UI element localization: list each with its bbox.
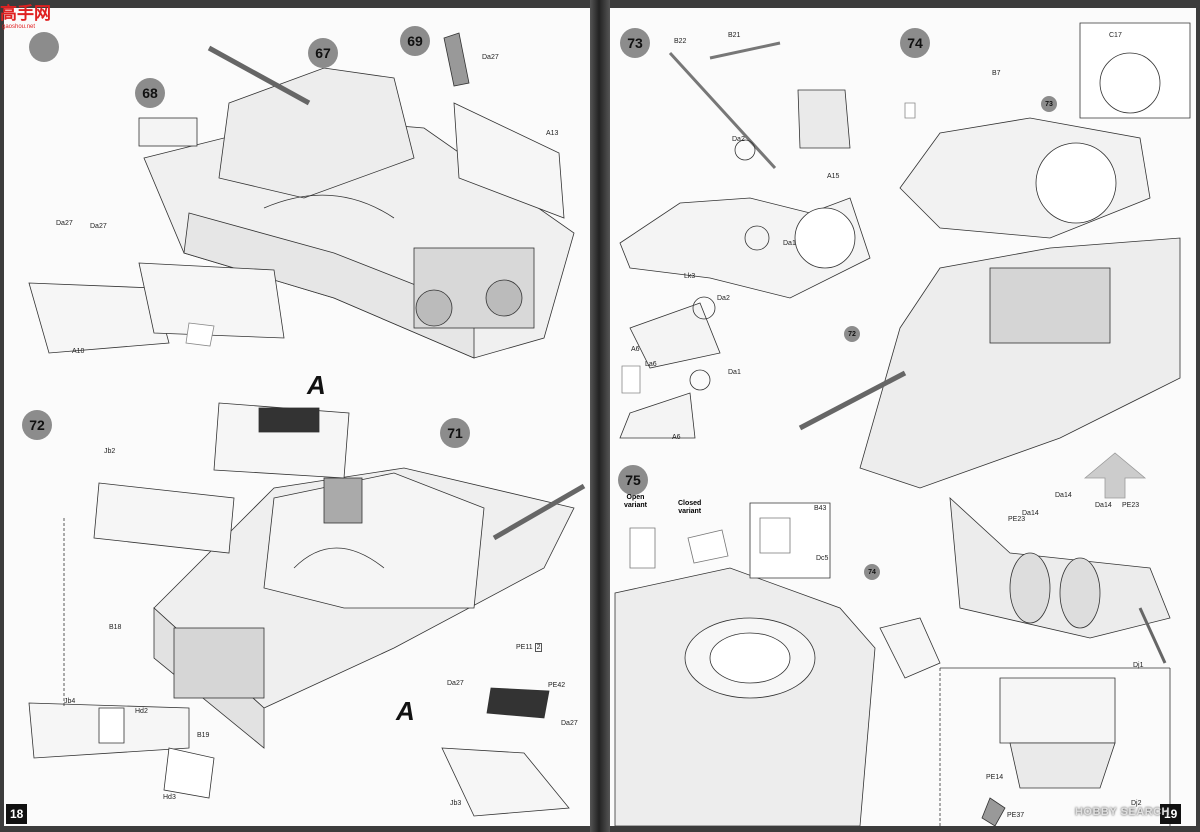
ref-step-72-marker: 72 (844, 326, 860, 342)
part-label: PE23 (1008, 516, 1026, 523)
part-label: C17 (1109, 32, 1122, 39)
part-label: B19 (197, 732, 210, 739)
section-marker-a-top: A (307, 370, 326, 400)
part-label: Dj1 (1133, 662, 1144, 669)
section-marker-a-bottom: A (396, 696, 415, 726)
part-label: Da14 (1095, 502, 1112, 509)
part-label: PE23 (1122, 502, 1140, 509)
part-label: Da1 (728, 369, 741, 376)
part-label: B43 (814, 505, 827, 512)
pe11-count: 2 (534, 643, 543, 652)
part-label: Jb2 (104, 448, 116, 455)
step-67-marker: 67 (308, 38, 338, 68)
step-68-marker: 68 (135, 78, 165, 108)
left-instruction-page: 67 68 69 71 72 A A A13 Da27 Da27 Da27 A1… (4, 8, 590, 826)
part-label: PE11 2 (516, 643, 543, 652)
open-variant-heading: Open variant (624, 494, 647, 510)
part-label: Da14 (1022, 510, 1039, 517)
part-label: Dc5 (816, 555, 829, 562)
part-label: Hd2 (135, 708, 148, 715)
part-label: A6 (631, 346, 640, 353)
part-label: PE14 (986, 774, 1004, 781)
step72-hull-drawing (28, 402, 586, 817)
step-73-marker: 73 (620, 28, 650, 58)
open-variant-line2: variant (624, 502, 647, 509)
part-label: B18 (109, 624, 122, 631)
part-label: La6 (645, 361, 657, 368)
part-label: Jb3 (450, 800, 462, 807)
part-label: Da27 (482, 54, 499, 61)
left-line-art (28, 32, 586, 817)
step-75-marker: 75 (618, 465, 648, 495)
closed-variant-line1: Closed (678, 500, 702, 507)
part-label: B22 (674, 38, 687, 45)
open-variant-line1: Open (626, 494, 645, 501)
step73-turret-roof-drawing (619, 41, 871, 439)
closed-variant-line2: variant (678, 508, 702, 515)
part-label: A15 (827, 173, 840, 180)
part-label: Da2 (717, 295, 730, 302)
right-instruction-page: 73 74 75 72 73 74 B22 B21 Da2 A15 Da1 Lk… (610, 8, 1196, 826)
step-72-marker: 72 (22, 410, 52, 440)
step-67-marker-partial (29, 32, 59, 62)
page-number: 18 (6, 804, 28, 824)
part-label: PE37 (1007, 812, 1025, 819)
hobby-search-watermark: HOBBY SEARCH (1074, 806, 1170, 818)
part-label: Da14 (1055, 492, 1072, 499)
step67-hull-drawing (28, 32, 575, 359)
part-label: A13 (546, 130, 559, 137)
book-spine (590, 0, 610, 832)
ref-step-74-marker: 74 (864, 564, 880, 580)
part-label: B7 (992, 70, 1001, 77)
pe11-label: PE11 (516, 644, 533, 651)
step-74-marker: 74 (900, 28, 930, 58)
closed-variant-heading: Closed variant (678, 500, 701, 516)
watermark-url: gaoshou.net (2, 24, 36, 30)
step74-hull-drawing (798, 22, 1191, 664)
step75-hull-drawing (614, 502, 1171, 826)
part-label: Da27 (56, 220, 73, 227)
part-label: Dj2 (1131, 800, 1142, 807)
part-label: Da1 (783, 240, 796, 247)
part-label: B21 (728, 32, 741, 39)
part-label: Da27 (447, 680, 464, 687)
part-label: A10 (72, 348, 85, 355)
right-line-art (614, 22, 1191, 826)
ref-step-73-marker: 73 (1041, 96, 1057, 112)
part-label: PE42 (548, 682, 566, 689)
step-69-marker: 69 (400, 26, 430, 56)
step-71-marker: 71 (440, 418, 470, 448)
part-label: Da27 (561, 720, 578, 727)
watermark-logo: 高手网 (0, 4, 51, 23)
part-label: Hd3 (163, 794, 176, 801)
part-label: Da27 (90, 223, 107, 230)
part-label: Lk3 (684, 273, 696, 280)
page-number: 19 (1160, 804, 1182, 824)
part-label: Da2 (732, 136, 745, 143)
part-label: Jb4 (64, 698, 76, 705)
part-label: A6 (672, 434, 681, 441)
